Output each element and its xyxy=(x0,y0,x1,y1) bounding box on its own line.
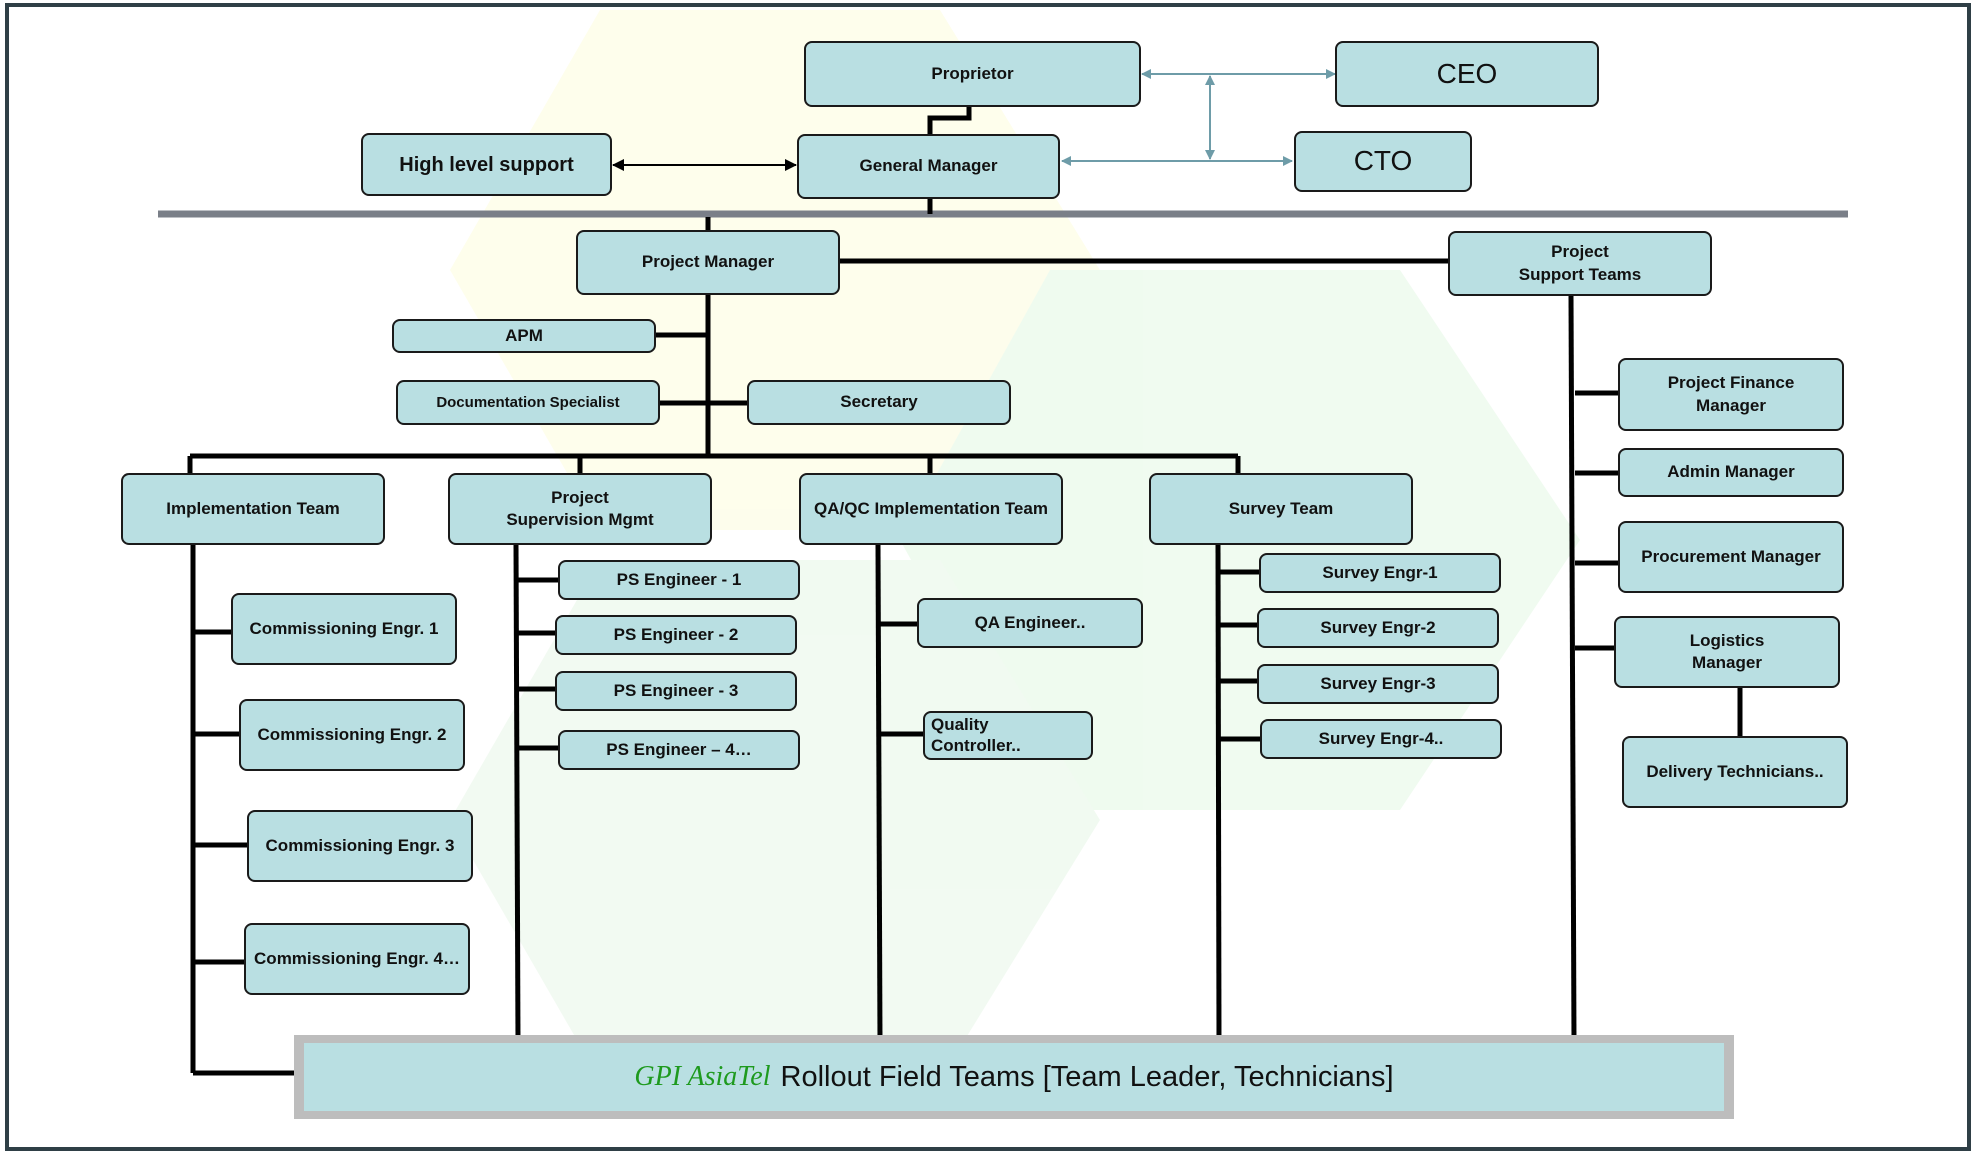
survey-engineer-box: Survey Engr-1 xyxy=(1259,553,1501,593)
cto-box: CTO xyxy=(1294,131,1472,192)
survey-engineer-box: Survey Engr-3 xyxy=(1257,664,1499,704)
ps-engineer-box: PS Engineer - 3 xyxy=(555,671,797,711)
documentation-specialist-box: Documentation Specialist xyxy=(396,380,660,425)
apm-box: APM xyxy=(392,319,656,353)
ps-engineer-box: PS Engineer - 1 xyxy=(558,560,800,600)
ceo-box: CEO xyxy=(1335,41,1599,107)
survey-team-box: Survey Team xyxy=(1149,473,1413,545)
commissioning-engineer-box: Commissioning Engr. 2 xyxy=(239,699,465,771)
rollout-banner-inner: GPI AsiaTel Rollout Field Teams [Team Le… xyxy=(304,1043,1724,1111)
logistics-manager-box: Logistics Manager xyxy=(1614,616,1840,688)
project-finance-manager-box: Project Finance Manager xyxy=(1618,358,1844,431)
ps-engineer-box: PS Engineer - 2 xyxy=(555,615,797,655)
quality-controller-box: Quality Controller.. xyxy=(923,711,1093,760)
proprietor-gm-connector xyxy=(927,107,972,134)
executive-arrows xyxy=(1061,69,1336,166)
qaqc-team-box: QA/QC Implementation Team xyxy=(799,473,1063,545)
ps-engineer-box: PS Engineer – 4… xyxy=(558,730,800,770)
delivery-technicians-box: Delivery Technicians.. xyxy=(1622,736,1848,808)
commissioning-engineer-box: Commissioning Engr. 1 xyxy=(231,593,457,665)
banner-text: Rollout Field Teams [Team Leader, Techni… xyxy=(780,1060,1394,1093)
survey-engineer-box: Survey Engr-4.. xyxy=(1260,719,1502,759)
project-supervision-box: Project Supervision Mgmt xyxy=(448,473,712,545)
brand-logo-text: GPI AsiaTel xyxy=(634,1061,771,1092)
implementation-team-box: Implementation Team xyxy=(121,473,385,545)
survey-engineer-box: Survey Engr-2 xyxy=(1257,608,1499,648)
page-frame xyxy=(5,3,1971,1151)
general-manager-box: General Manager xyxy=(797,134,1060,199)
secretary-box: Secretary xyxy=(747,380,1011,425)
commissioning-engineer-box: Commissioning Engr. 4… xyxy=(244,923,470,995)
project-support-teams-box: Project Support Teams xyxy=(1448,231,1712,296)
rollout-banner: GPI AsiaTel Rollout Field Teams [Team Le… xyxy=(294,1035,1734,1119)
project-manager-box: Project Manager xyxy=(576,230,840,295)
tree-lines xyxy=(187,197,1743,1076)
admin-manager-box: Admin Manager xyxy=(1618,448,1844,497)
qa-engineer-box: QA Engineer.. xyxy=(917,598,1143,648)
commissioning-engineer-box: Commissioning Engr. 3 xyxy=(247,810,473,882)
high-level-support-box: High level support xyxy=(361,133,612,196)
proprietor-box: Proprietor xyxy=(804,41,1141,107)
procurement-manager-box: Procurement Manager xyxy=(1618,521,1844,593)
